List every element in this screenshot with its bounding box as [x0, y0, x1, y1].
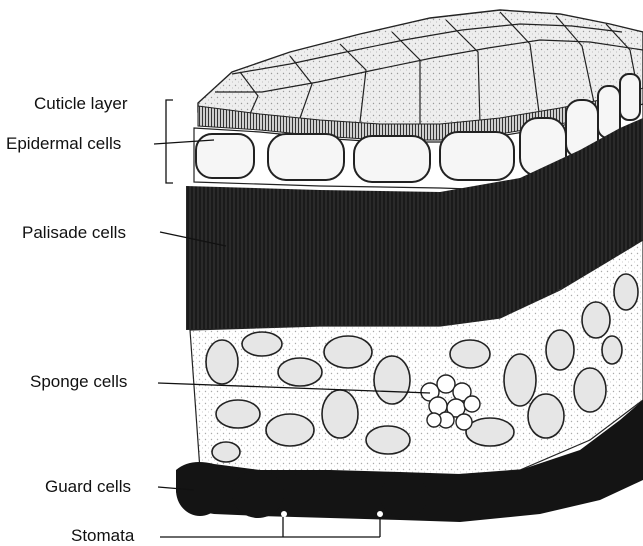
sponge-cell — [324, 336, 372, 368]
sponge-cell — [582, 302, 610, 338]
stoma-pore — [377, 511, 383, 517]
epidermal-cells-label: Epidermal cells — [6, 134, 121, 154]
sponge-cell — [212, 442, 240, 462]
sponge-cell — [450, 340, 490, 368]
epidermal-cell — [354, 136, 430, 182]
guard-cell — [380, 474, 428, 518]
epidermal-cell — [268, 134, 344, 180]
sponge-cell — [374, 356, 410, 404]
sponge-cell — [504, 354, 536, 406]
sponge-cell — [466, 418, 514, 446]
sponge-cell — [602, 336, 622, 364]
palisade-cells-label: Palisade cells — [22, 223, 126, 243]
guard-cells-label: Guard cells — [45, 477, 131, 497]
sponge-cell — [614, 274, 638, 310]
sponge-cells-label: Sponge cells — [30, 372, 127, 392]
epidermal-cell — [620, 74, 640, 120]
cuticle-bracket — [166, 100, 173, 183]
epidermal-cell — [440, 132, 514, 180]
guard-cell — [284, 472, 328, 516]
stoma-pore — [281, 511, 287, 517]
sponge-cell — [242, 332, 282, 356]
sponge-cell — [574, 368, 606, 412]
sponge-cell — [206, 340, 238, 384]
guard-cell — [334, 472, 378, 516]
cuticle-layer-label: Cuticle layer — [34, 94, 128, 114]
sponge-cell — [266, 414, 314, 446]
guard-cell — [232, 470, 284, 518]
guard-cell — [176, 464, 224, 516]
sponge-cell — [278, 358, 322, 386]
sponge-cell — [322, 390, 358, 438]
sponge-cell — [366, 426, 410, 454]
stomata-label: Stomata — [71, 526, 134, 546]
sponge-cell — [528, 394, 564, 438]
sponge-cell — [546, 330, 574, 370]
sponge-cell — [216, 400, 260, 428]
